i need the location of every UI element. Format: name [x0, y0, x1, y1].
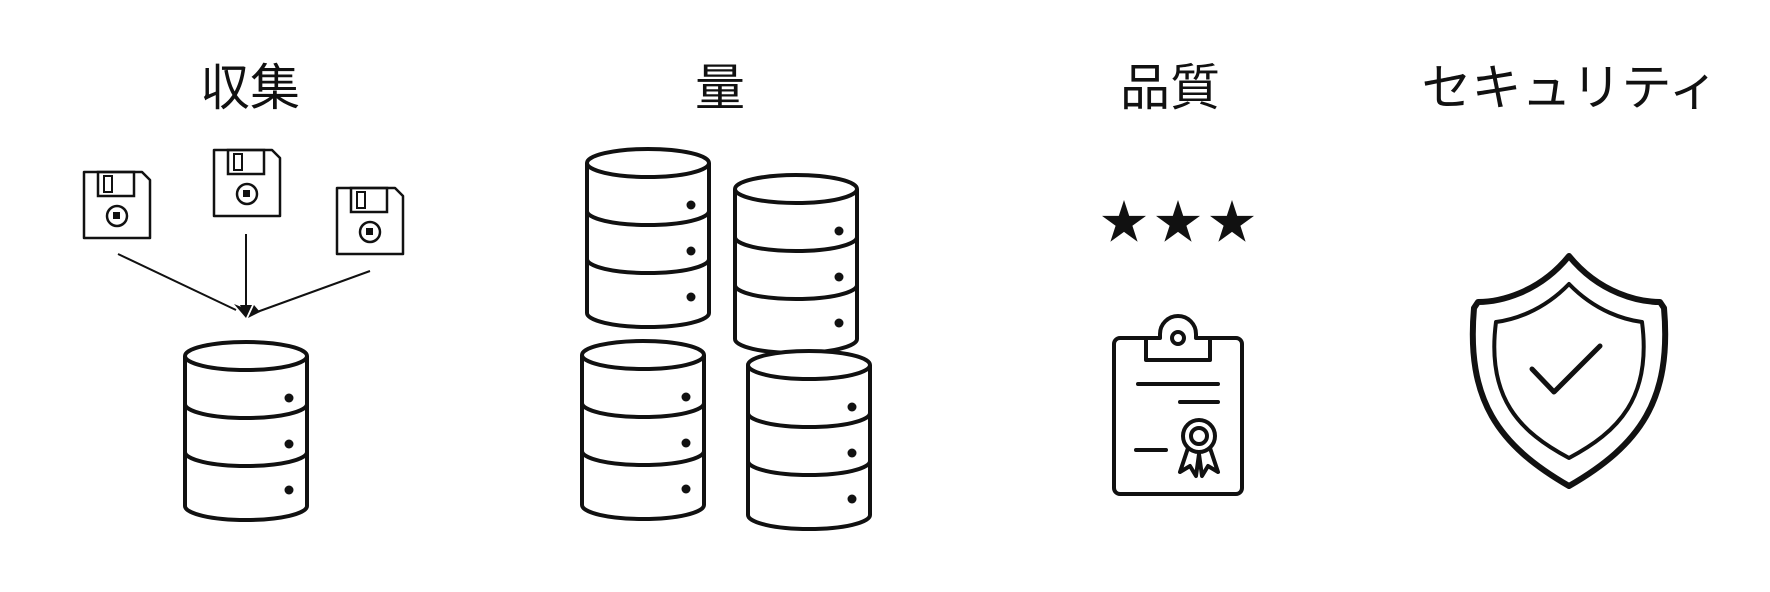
collection-group [82, 148, 405, 522]
database-icon [183, 340, 309, 522]
database-icon [746, 349, 872, 531]
heading-security: セキュリティ [1421, 59, 1719, 117]
rating-stars [1102, 200, 1254, 242]
floppy-disk-icon [82, 170, 152, 240]
shield-check-icon [1469, 253, 1669, 489]
heading-volume: 量 [695, 59, 745, 117]
quality-group [1102, 200, 1254, 496]
database-icon [585, 147, 711, 329]
heading-quality: 品質 [1120, 59, 1220, 117]
arrowhead-icon [234, 304, 260, 318]
database-icon [733, 173, 859, 355]
clipboard-certificate-icon [1112, 314, 1244, 496]
volume-group [580, 147, 872, 531]
security-group [1469, 253, 1669, 489]
arrow-icon [117, 234, 371, 313]
floppy-disk-icon [212, 148, 282, 218]
floppy-disk-icon [335, 186, 405, 256]
star-icon [1156, 200, 1200, 242]
heading-collection: 収集 [200, 59, 300, 117]
star-icon [1102, 200, 1146, 242]
star-icon [1210, 200, 1254, 242]
database-icon [580, 339, 706, 521]
